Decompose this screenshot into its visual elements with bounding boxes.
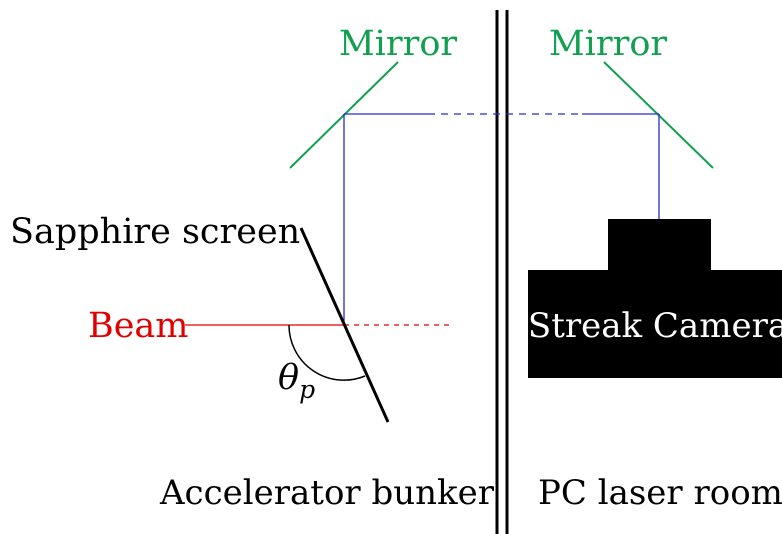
angle-label: θp [278,358,315,404]
camera-label: Streak Camera [528,306,782,346]
sapphire-screen-label: Sapphire screen [10,212,300,252]
beam-label: Beam [88,306,189,346]
mirror-left-label: Mirror [339,24,458,64]
camera-top-block [608,219,711,271]
bunker-label: Accelerator bunker [159,473,495,513]
angle-arc [288,324,366,381]
sapphire-screen [299,227,390,423]
laser-room-label: PC laser room [538,473,782,513]
mirror-right-label: Mirror [549,24,668,64]
camera-body [528,270,782,378]
